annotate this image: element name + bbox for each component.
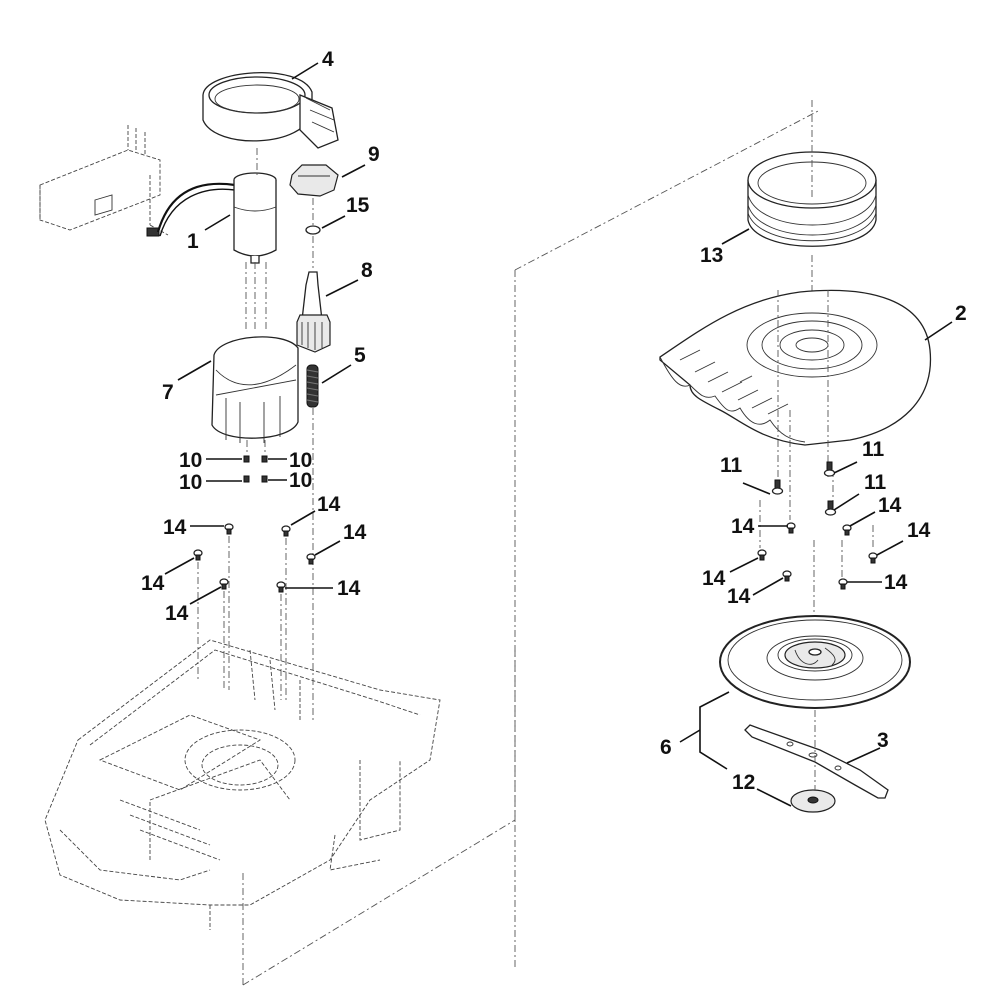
callout-14: 14 [702, 567, 726, 590]
screw-icon [219, 578, 229, 590]
boundary-line-diagonal-bottom [242, 819, 516, 986]
screws-14-right [757, 500, 878, 700]
part-motor-housing [211, 336, 299, 455]
screw-icon [838, 578, 848, 590]
screw-icon [281, 525, 291, 537]
part-height-adjust-ring [202, 72, 339, 178]
section-boundary-lines [242, 109, 821, 986]
callout-11: 11 [864, 471, 887, 494]
screw-icon [786, 522, 796, 534]
callout-15: 15 [346, 194, 370, 217]
connector-icon [146, 227, 160, 237]
callout-14: 14 [343, 521, 367, 544]
part-motor [156, 172, 277, 330]
callout-14: 14 [727, 585, 751, 608]
callout-6: 6 [660, 736, 672, 759]
callout-14: 14 [317, 493, 341, 516]
callout-9: 9 [368, 143, 380, 166]
callout-14: 14 [163, 516, 187, 539]
callout-14: 14 [884, 571, 908, 594]
part-o-ring [305, 225, 321, 235]
screw-icon [261, 455, 268, 463]
callout-3: 3 [877, 729, 889, 752]
chassis-ghost [44, 639, 441, 930]
circuit-board-ghost [39, 125, 169, 237]
callout-14: 14 [337, 577, 361, 600]
callout-2: 2 [955, 302, 967, 325]
callout-11: 11 [862, 438, 885, 461]
screw-icon [842, 524, 852, 536]
callout-14: 14 [907, 519, 931, 542]
part-blade-disc [719, 615, 911, 709]
callout-7: 7 [162, 381, 174, 404]
boundary-line-diagonal-top [514, 109, 821, 271]
arrow-icon [739, 375, 753, 383]
callout-8: 8 [361, 259, 373, 282]
screw-icon [224, 523, 234, 535]
part-spring [306, 364, 319, 720]
screw-icon [243, 475, 250, 483]
screw-icon [276, 581, 286, 593]
callout-11: 11 [720, 454, 743, 477]
leader-lines [164, 62, 953, 807]
callout-4: 4 [322, 48, 334, 71]
screw-icon [824, 500, 837, 516]
part-blade-hub [790, 710, 836, 813]
part-blade-guard-cover [659, 289, 932, 520]
part-gear-cap [289, 164, 339, 225]
callout-10: 10 [179, 449, 202, 472]
callout-14: 14 [731, 515, 755, 538]
callout-1: 1 [187, 230, 199, 253]
callout-10: 10 [179, 471, 202, 494]
callout-14: 14 [165, 602, 189, 625]
part-cutting-blade [744, 724, 889, 799]
screw-icon [823, 461, 836, 477]
callout-14: 14 [878, 494, 902, 517]
callout-5: 5 [354, 344, 366, 367]
callout-12: 12 [732, 771, 755, 794]
screw-icon [306, 553, 316, 565]
screw-icon [868, 552, 878, 564]
screw-icon [782, 570, 792, 582]
part-drive-shaft-gear [296, 271, 331, 353]
callout-13: 13 [700, 244, 723, 267]
screw-icon [757, 549, 767, 561]
screws-14-left [193, 523, 316, 700]
screws-11 [771, 461, 837, 516]
screw-icon [243, 455, 250, 463]
screws-10 [243, 455, 268, 483]
callout-labels: 4 9 15 1 8 7 5 10 10 10 10 14 14 14 14 1… [141, 48, 967, 794]
callout-10: 10 [289, 449, 312, 472]
callout-10: 10 [289, 469, 312, 492]
screw-icon [193, 549, 203, 561]
screw-icon [771, 479, 784, 495]
screw-icon [261, 475, 268, 483]
callout-14: 14 [141, 572, 165, 595]
